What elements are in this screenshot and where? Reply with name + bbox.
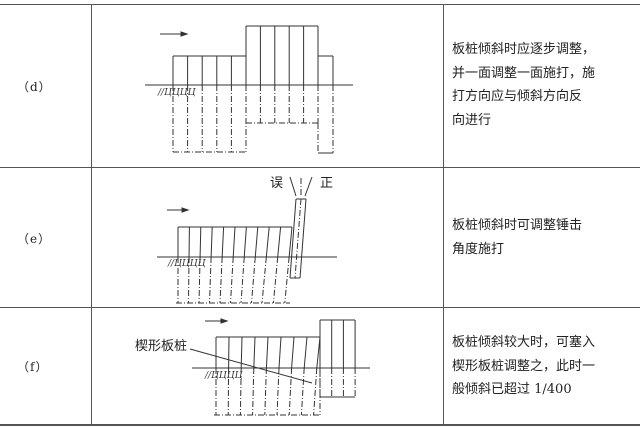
pile-edge-buried bbox=[300, 367, 305, 416]
row-label-e: （e） bbox=[17, 232, 52, 246]
description-line: 板桩倾斜时可调整锤击 bbox=[452, 218, 583, 233]
description-line: 楔形板桩调整之，此时一 bbox=[452, 358, 596, 374]
pile-edge bbox=[254, 226, 259, 258]
pile-edge bbox=[221, 226, 225, 258]
pile-edge bbox=[265, 336, 269, 369]
arrow-head-icon bbox=[181, 207, 190, 213]
pile-edge bbox=[303, 336, 308, 369]
pile-edge bbox=[253, 336, 256, 369]
pile-edge-buried bbox=[284, 256, 290, 304]
wrong-label: 误 bbox=[270, 176, 283, 191]
row-description-e: 板桩倾斜时可调整锤击 角度施打 bbox=[452, 214, 632, 261]
row-label-f: （f） bbox=[17, 360, 49, 374]
row-divider bbox=[0, 167, 640, 168]
pile-edge-buried bbox=[261, 256, 267, 304]
arrow-head-icon bbox=[180, 31, 189, 37]
pile-edge-buried bbox=[288, 367, 293, 416]
pile-edge bbox=[291, 336, 295, 369]
wrong-direction-arrow bbox=[289, 176, 297, 197]
pile-edge-buried bbox=[239, 367, 242, 416]
right-direction-arrow bbox=[304, 176, 313, 197]
pile-edge-buried bbox=[272, 256, 279, 304]
pile-edge-buried bbox=[240, 256, 245, 304]
diagram-d: //ЦЦЦЦ bbox=[145, 25, 353, 154]
column-divider bbox=[91, 4, 92, 425]
description-line: 板桩倾斜时应逐步调整， bbox=[452, 42, 596, 57]
pile-edge-buried bbox=[252, 367, 255, 416]
right-label: 正 bbox=[320, 176, 333, 191]
pile-edge bbox=[265, 226, 270, 258]
row-label-d: （d） bbox=[17, 80, 52, 94]
row-divider bbox=[0, 307, 640, 308]
description-line: 般倾斜已超过 1/400 bbox=[452, 382, 572, 397]
row-description-d: 板桩倾斜时应逐步调整， 并一面调整一面施打，施 打方向应与倾斜方向反 向进行 bbox=[452, 38, 632, 132]
ground-hatch-icon: //ЦЦЦЦ bbox=[167, 259, 207, 269]
ground-hatch-icon: //ЦЦЦЦ bbox=[157, 88, 197, 98]
pile-edge-buried bbox=[264, 367, 267, 416]
pile-edge bbox=[232, 226, 236, 258]
pile-edge bbox=[288, 226, 293, 258]
tilted-pile-edge bbox=[299, 198, 307, 279]
table-top-border bbox=[0, 4, 640, 5]
pile-edge-buried bbox=[313, 367, 318, 416]
description-line: 角度施打 bbox=[452, 241, 505, 257]
ground-hatch-icon: //ЦЦЦЦ bbox=[204, 371, 244, 381]
table-bottom-border bbox=[0, 424, 640, 426]
pile-edge bbox=[278, 336, 282, 369]
tilted-pile-edge bbox=[289, 198, 297, 279]
description-line: 板桩倾斜较大时，可塞入 bbox=[452, 335, 596, 350]
description-line: 向进行 bbox=[452, 112, 492, 128]
pile-edge bbox=[210, 226, 213, 258]
description-line: 打方向应与倾斜方向反 bbox=[452, 89, 583, 104]
pile-edge-buried bbox=[188, 256, 190, 304]
pile-edge bbox=[199, 226, 202, 258]
description-line: 并一面调整一面施打，施 bbox=[452, 65, 596, 81]
pile-edge-buried bbox=[276, 367, 280, 416]
arrow-head-icon bbox=[220, 318, 229, 324]
diagram-f: 楔形板桩 //ЦЦЦЦ bbox=[135, 318, 370, 416]
diagram-e: 误 正 //ЦЦЦЦ bbox=[157, 176, 337, 304]
column-divider bbox=[443, 4, 444, 425]
pile-edge-buried bbox=[230, 256, 234, 304]
tilted-pile-axis bbox=[294, 198, 302, 279]
row-description-f: 板桩倾斜较大时，可塞入 楔形板桩调整之，此时一 般倾斜已超过 1/400 bbox=[452, 331, 632, 402]
pile-edge-buried bbox=[198, 256, 201, 304]
pile-edge-buried bbox=[209, 256, 212, 304]
pile-edge-buried bbox=[219, 256, 223, 304]
wedge-pile-leader-line bbox=[189, 348, 313, 384]
pile-edge bbox=[277, 226, 282, 258]
pile-edge bbox=[243, 226, 247, 258]
pile-edge-buried bbox=[251, 256, 256, 304]
pile-edge bbox=[316, 336, 321, 369]
wedge-pile-label: 楔形板桩 bbox=[135, 339, 187, 354]
